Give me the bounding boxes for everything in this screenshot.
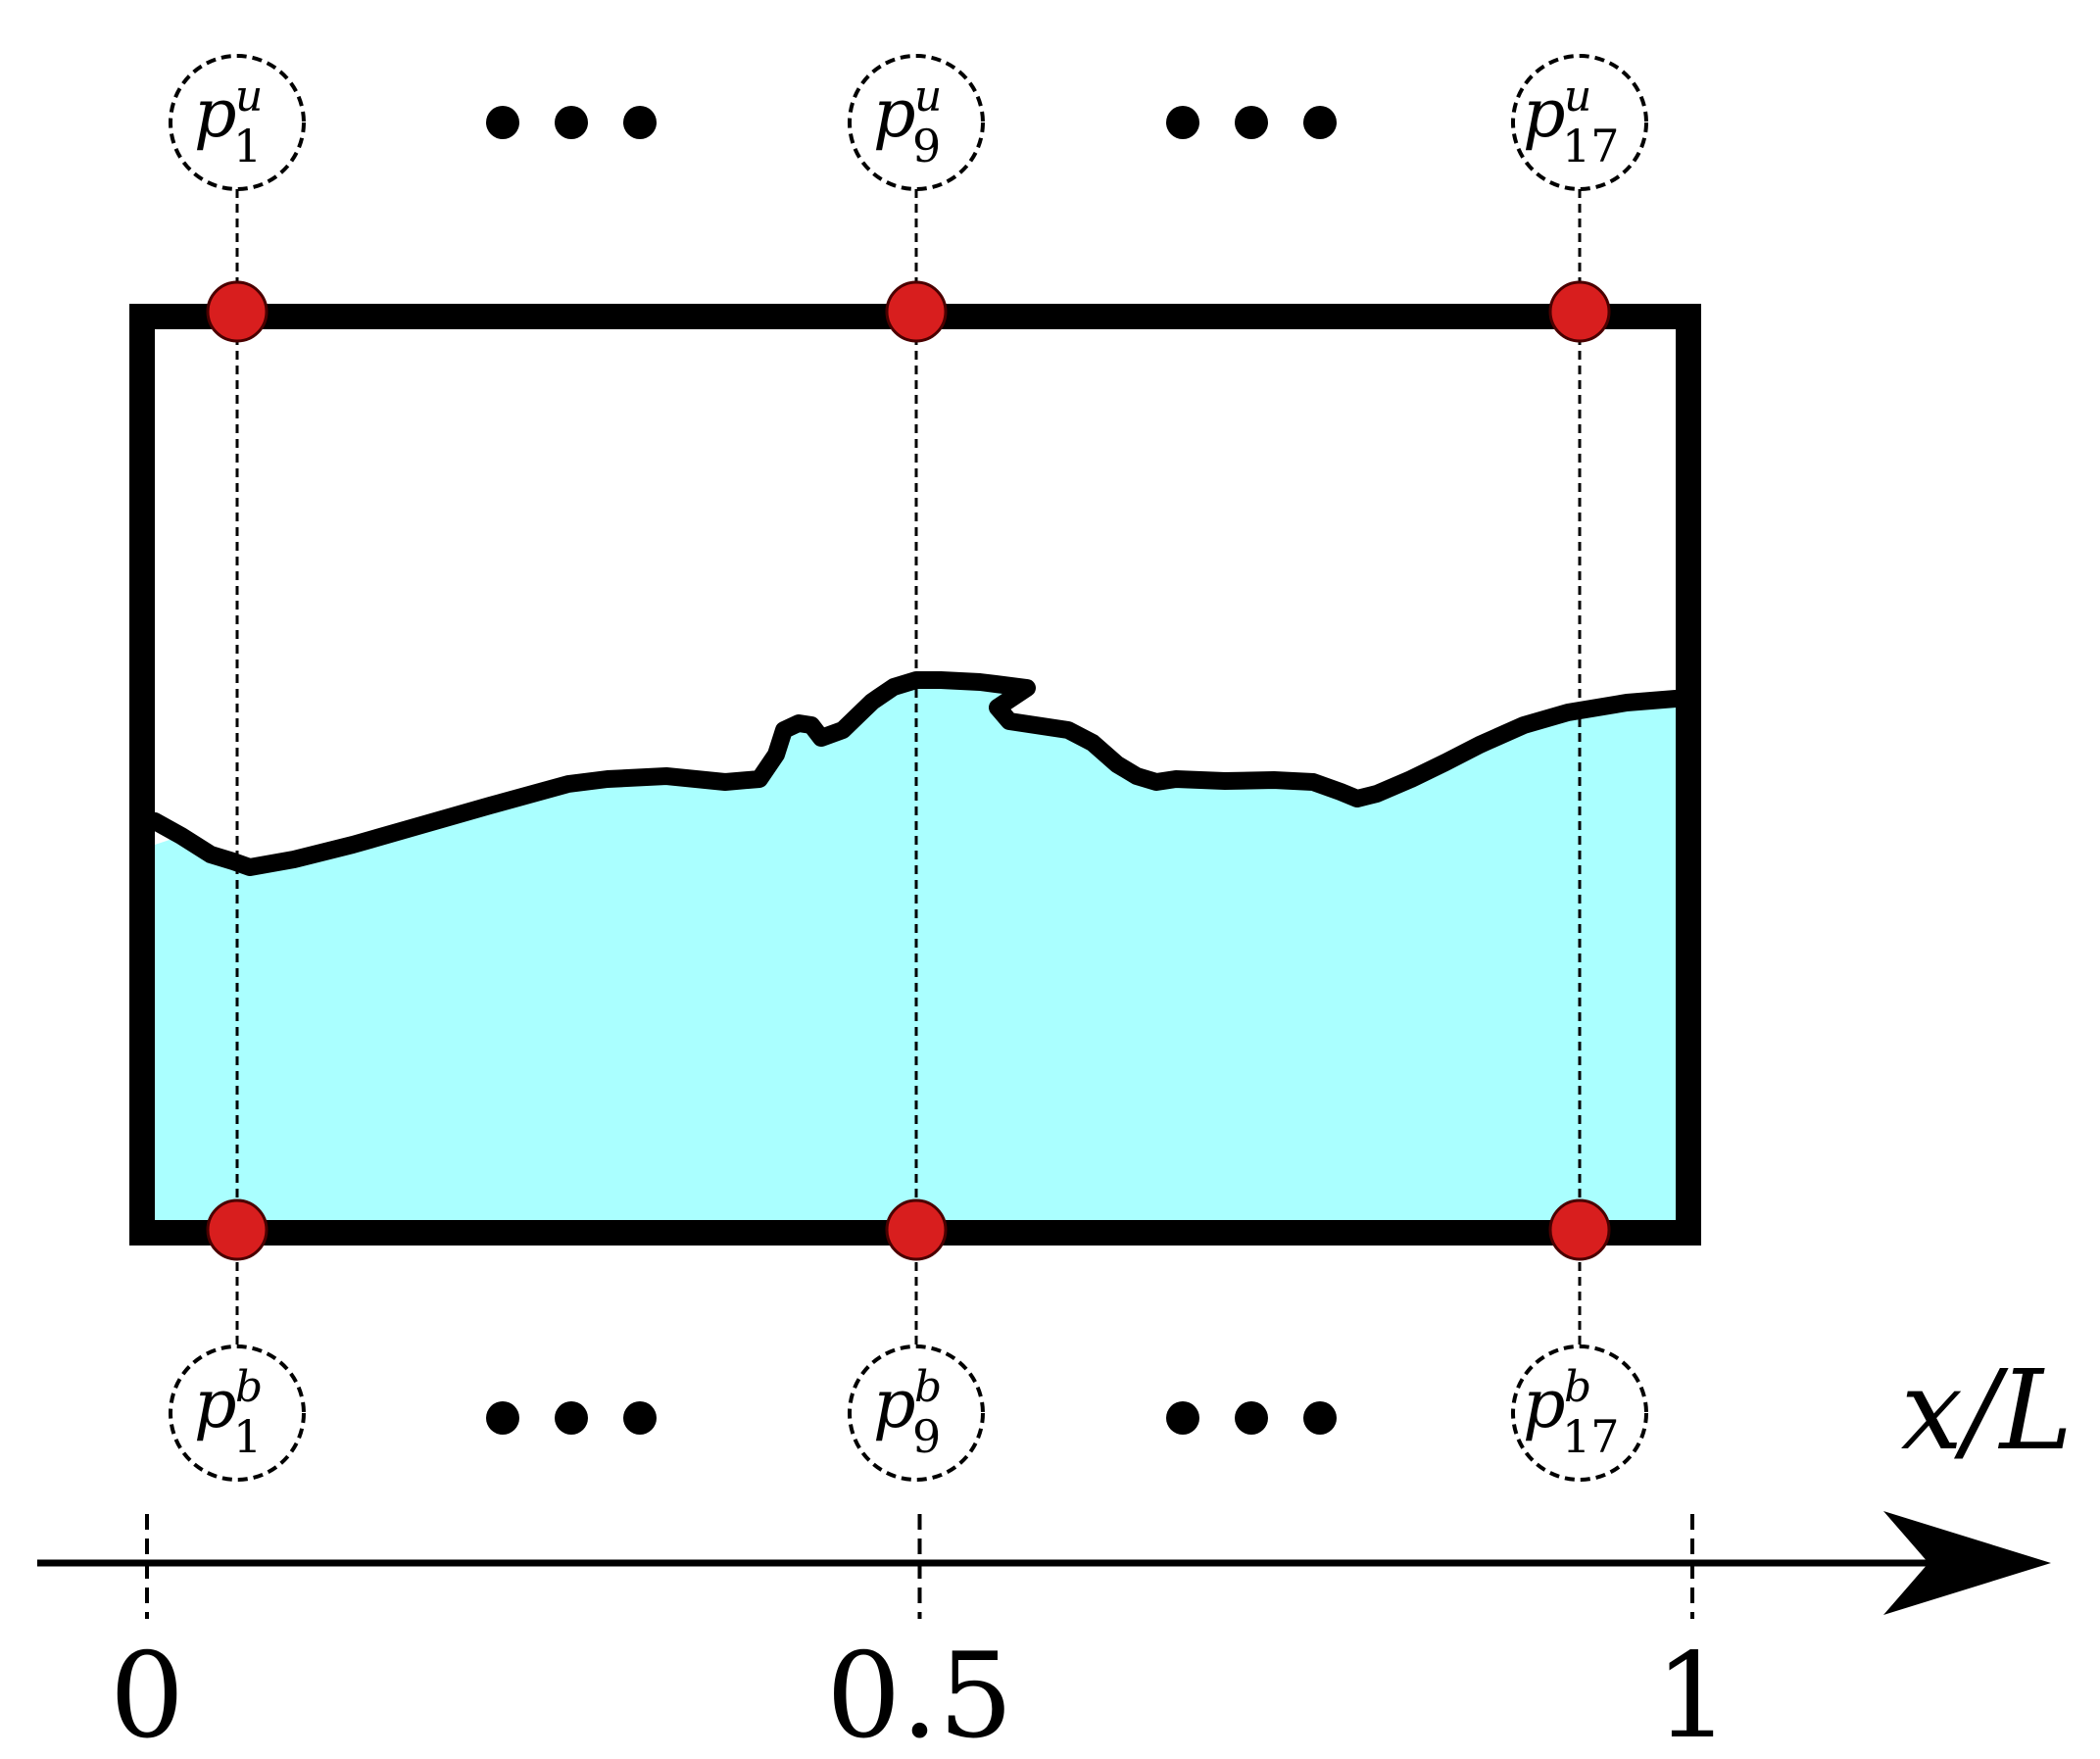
ellipsis-dot bbox=[1166, 106, 1199, 139]
x-axis-label: x/L bbox=[1901, 1347, 2073, 1475]
ellipsis-marks bbox=[486, 106, 1337, 1435]
probe-symbol: p bbox=[1523, 1366, 1566, 1443]
ellipsis-dot bbox=[1235, 1401, 1268, 1435]
probe-symbol: p bbox=[873, 1366, 916, 1443]
lower-probe-label: pb9 bbox=[848, 1344, 985, 1482]
probe-superscript: b bbox=[1564, 1362, 1591, 1412]
lower-probe-marker bbox=[206, 1198, 269, 1261]
probe-label-circle bbox=[169, 54, 306, 191]
probe-label-circle bbox=[848, 1344, 985, 1482]
ellipsis-dot bbox=[555, 1401, 588, 1435]
probe-symbol: p bbox=[1523, 75, 1566, 153]
ellipsis-dot bbox=[623, 106, 657, 139]
probe-superscript: b bbox=[914, 1362, 942, 1412]
probe-markers bbox=[206, 280, 1611, 1261]
ellipsis-dot bbox=[1235, 106, 1268, 139]
lower-probe-marker bbox=[1548, 1198, 1611, 1261]
x-axis-tick-label: 0 bbox=[110, 1629, 184, 1759]
ellipsis bbox=[1166, 1401, 1337, 1435]
probe-symbol: p bbox=[873, 75, 916, 153]
x-axis-tick-label: 0.5 bbox=[826, 1629, 1013, 1759]
x-axis-arrowhead bbox=[1883, 1511, 2051, 1615]
probe-subscript: 1 bbox=[233, 120, 262, 172]
ellipsis-dot bbox=[623, 1401, 657, 1435]
upper-probe-marker bbox=[1548, 280, 1611, 343]
probe-label-circle bbox=[1511, 1344, 1648, 1482]
probe-superscript: b bbox=[235, 1362, 263, 1412]
ellipsis-dot bbox=[555, 106, 588, 139]
x-axis-tick-label: 1 bbox=[1655, 1629, 1730, 1759]
free-surface-line bbox=[146, 671, 1685, 876]
ellipsis bbox=[486, 1401, 657, 1435]
probe-superscript: u bbox=[235, 72, 263, 122]
probe-label-circle bbox=[848, 54, 985, 191]
upper-probe-marker bbox=[885, 280, 948, 343]
ellipsis-dot bbox=[1166, 1401, 1199, 1435]
probe-superscript: u bbox=[914, 72, 942, 122]
probe-subscript: 1 bbox=[233, 1410, 262, 1463]
ellipsis-dot bbox=[486, 106, 519, 139]
upper-probe-marker bbox=[206, 280, 269, 343]
ellipsis-dot bbox=[1303, 1401, 1337, 1435]
probe-symbol: p bbox=[194, 75, 237, 153]
probe-label-circle bbox=[169, 1344, 306, 1482]
ellipsis-dot bbox=[486, 1401, 519, 1435]
upper-probe-label: pu1 bbox=[169, 54, 306, 191]
probe-subscript: 17 bbox=[1562, 1410, 1620, 1463]
lower-probe-marker bbox=[885, 1198, 948, 1261]
lower-probe-label: pb1 bbox=[169, 1344, 306, 1482]
probe-connector-lines bbox=[235, 189, 1582, 1346]
probe-label-circle bbox=[1511, 54, 1648, 191]
ellipsis bbox=[1166, 106, 1337, 139]
ellipsis bbox=[486, 106, 657, 139]
probe-symbol: p bbox=[194, 1366, 237, 1443]
probe-subscript: 9 bbox=[912, 120, 941, 172]
probe-subscript: 9 bbox=[912, 1410, 941, 1463]
ellipsis-dot bbox=[1303, 106, 1337, 139]
upper-probe-label: pu9 bbox=[848, 54, 985, 191]
probe-superscript: u bbox=[1564, 72, 1591, 122]
probe-subscript: 17 bbox=[1562, 120, 1620, 172]
water-body bbox=[155, 680, 1676, 1220]
